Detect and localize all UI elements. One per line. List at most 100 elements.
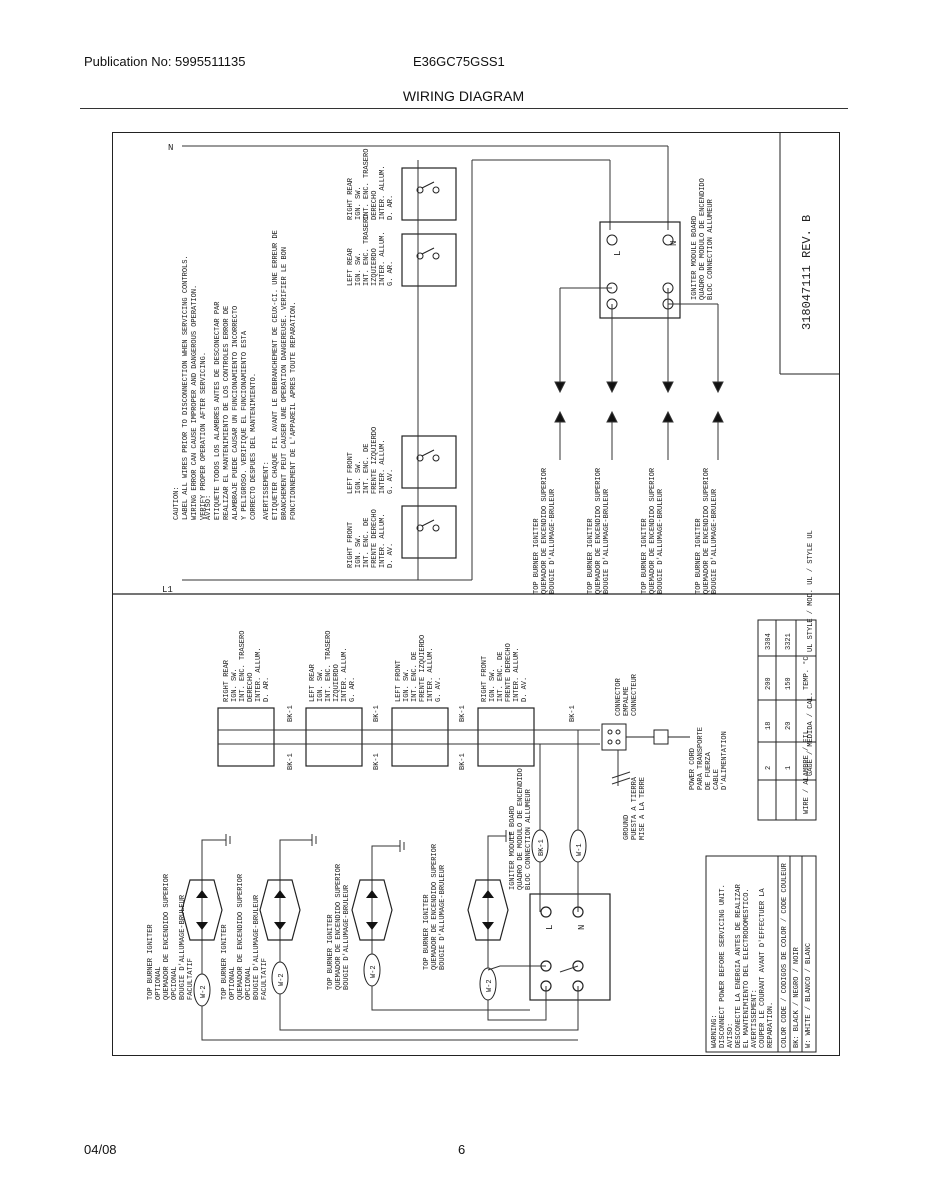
svg-text:20: 20	[785, 722, 793, 730]
svg-text:AVERTISSEMENT:: AVERTISSEMENT:	[751, 989, 759, 1048]
svg-text:RIGHT FRONT: RIGHT FRONT	[347, 522, 355, 568]
svg-text:INT. ENC. DE: INT. ENC. DE	[497, 652, 505, 702]
part-number: 318047111 REV. B	[800, 215, 814, 330]
caution-es-5: CORRECTO DESPUES DEL MANTENIMIENTO.	[250, 373, 258, 520]
page-title: WIRING DIAGRAM	[402, 88, 525, 104]
svg-text:D. AR.: D. AR.	[263, 677, 271, 702]
caution-en-0: CAUTION:	[173, 486, 181, 520]
svg-text:D. AV.: D. AV.	[521, 677, 529, 702]
switch-label-pict-4: RIGHT FRONT IGN. SW. INT. ENC. DE FRENTE…	[481, 643, 529, 702]
svg-text:BLOC CONNECTION ALLUMEUR: BLOC CONNECTION ALLUMEUR	[525, 788, 533, 890]
svg-text:IGN. SW.: IGN. SW.	[355, 534, 363, 568]
svg-text:DE FUERZA: DE FUERZA	[705, 751, 713, 790]
caution-fr-2: BRANCHEMENT PEUT CAUSER UNE OPERATION DA…	[281, 247, 289, 520]
svg-text:CABLE: CABLE	[713, 769, 721, 790]
svg-text:QUEMADOR DE ENCENDIDO SUPERIOR: QUEMADOR DE ENCENDIDO SUPERIOR	[595, 467, 603, 594]
caution-es-4: Y PELIGROSO. VERIFIQUE EL FUNCIONAMIENTO…	[241, 330, 249, 520]
wire-table-text: 3304 3321 200 150 18 20 2 1 TEMP. °C WIR…	[765, 633, 811, 814]
igniter-module-label-pict: IGNITER MODULE BOARD QUADRO DE MODULO DE…	[509, 768, 533, 890]
svg-text:INTER. ALLUM.: INTER. ALLUM.	[379, 165, 387, 220]
module-terminal-n-pict: N	[577, 925, 587, 930]
svg-text:3304: 3304	[765, 633, 773, 650]
svg-text:TOP BURNER IGNITER: TOP BURNER IGNITER	[221, 924, 229, 1000]
svg-text:G. AV.: G. AV.	[435, 677, 443, 702]
svg-text:INTER. ALLUM.: INTER. ALLUM.	[379, 439, 387, 494]
svg-text:QUEMADOR DE ENCENDIDO SUPERIOR: QUEMADOR DE ENCENDIDO SUPERIOR	[541, 467, 549, 594]
svg-text:CONNECTEUR: CONNECTEUR	[631, 673, 639, 716]
svg-text:COUPER LE COURANT AVANT D'EFFE: COUPER LE COURANT AVANT D'EFFECTUER LA	[759, 888, 767, 1048]
svg-text:D. AR.: D. AR.	[387, 195, 395, 220]
svg-text:QUADRO DE MODULO DE ENCENDIDO: QUADRO DE MODULO DE ENCENDIDO	[699, 178, 707, 300]
svg-text:IZQUIERDO: IZQUIERDO	[371, 248, 379, 286]
caution-en-1: LABEL ALL WIRES PRIOR TO DISCONNECTION W…	[182, 255, 190, 520]
svg-text:PUESTA A TIERRA: PUESTA A TIERRA	[631, 776, 639, 840]
caution-en-2: WIRING ERROR CAN CAUSE IMPROPER AND DANG…	[191, 285, 199, 520]
svg-text:200: 200	[765, 677, 773, 690]
svg-text:BK-1: BK-1	[538, 839, 546, 856]
svg-text:DERECHO: DERECHO	[247, 673, 255, 702]
svg-text:D. AV.: D. AV.	[387, 543, 395, 568]
svg-text:RIGHT REAR: RIGHT REAR	[347, 177, 355, 220]
svg-text:INTER. ALLUM.: INTER. ALLUM.	[379, 513, 387, 568]
switch-label-right-front: RIGHT FRONT IGN. SW. INT. ENC. DE FRENTE…	[347, 509, 395, 568]
svg-text:18: 18	[765, 722, 773, 730]
switch-label-pict-2: LEFT REAR IGN. SW. INT. ENC. TRASERO IZQ…	[309, 631, 357, 702]
svg-text:BK-1: BK-1	[373, 705, 381, 722]
svg-text:IGN. SW.: IGN. SW.	[231, 668, 239, 702]
svg-text:OPCIONAL: OPCIONAL	[245, 966, 253, 1000]
svg-text:IGN. SW.: IGN. SW.	[317, 668, 325, 702]
warning-text: WARNING: DISCONNECT POWER BEFORE SERVICI…	[711, 883, 775, 1048]
svg-text:2: 2	[765, 766, 773, 770]
igniter-electrodes-pictorial	[181, 879, 509, 941]
svg-text:INTER. ALLUM.: INTER. ALLUM.	[379, 231, 387, 286]
line-label: L1	[162, 585, 173, 595]
svg-text:IGN. SW.: IGN. SW.	[355, 252, 363, 286]
svg-text:QUEMADOR DE ENCENDIDO SUPERIOR: QUEMADOR DE ENCENDIDO SUPERIOR	[431, 843, 439, 970]
optional-igniter-label-2: TOP BURNER IGNITER OPTIONAL QUEMADOR DE …	[221, 873, 269, 1000]
svg-text:QUEMADOR DE ENCENDIDO SUPERIOR: QUEMADOR DE ENCENDIDO SUPERIOR	[237, 873, 245, 1000]
svg-text:BOUGIE D'ALLUMAGE-BRULEUR: BOUGIE D'ALLUMAGE-BRULEUR	[549, 488, 557, 594]
svg-text:BOUGIE D'ALLUMAGE-BRULEUR: BOUGIE D'ALLUMAGE-BRULEUR	[179, 894, 187, 1000]
svg-text:IGN. SW.: IGN. SW.	[489, 668, 497, 702]
svg-text:150: 150	[785, 677, 793, 690]
igniter-outputs-schematic	[554, 287, 724, 460]
switch-right-rear-schematic	[401, 167, 457, 221]
caution-fr-1: ETIQUETER CHAQUE FIL AVANT LE DEBRANCHEM…	[272, 230, 280, 520]
switch-label-left-rear: LEFT REAR IGN. SW. INT. ENC. TRASERO IZQ…	[347, 215, 395, 286]
svg-text:BOUGIE D'ALLUMAGE-BRULEUR: BOUGIE D'ALLUMAGE-BRULEUR	[439, 864, 447, 970]
caution-fr-3: FONCTIONNEMENT DE L'APPAREIL APRES TOUTE…	[290, 302, 298, 520]
svg-text:QUEMADOR DE ENCENDIDO SUPERIOR: QUEMADOR DE ENCENDIDO SUPERIOR	[703, 467, 711, 594]
svg-text:BK: BLACK / NEGRO / NOIR: BK: BLACK / NEGRO / NOIR	[793, 946, 801, 1048]
svg-text:BOUGIE D'ALLUMAGE-BRULEUR: BOUGIE D'ALLUMAGE-BRULEUR	[603, 488, 611, 594]
warning-box	[705, 855, 817, 1053]
svg-text:FRENTE DERECHO: FRENTE DERECHO	[371, 509, 379, 568]
svg-text:IGN. SW.: IGN. SW.	[355, 186, 363, 220]
svg-text:UL STYLE / MOD. UL / STYLE UL: UL STYLE / MOD. UL / STYLE UL	[807, 530, 815, 652]
svg-text:TOP BURNER IGNITER: TOP BURNER IGNITER	[641, 518, 649, 594]
svg-text:DESCONECTE LA ENERGIA ANTES DE: DESCONECTE LA ENERGIA ANTES DE REALIZAR	[735, 883, 743, 1048]
svg-text:GROUND: GROUND	[623, 815, 631, 840]
part-number-text: 318047111 REV. B	[800, 215, 814, 330]
svg-text:FRENTE DERECHO: FRENTE DERECHO	[505, 643, 513, 702]
igniter-module-label-schematic: IGNITER MODULE BOARD QUADRO DE MODULO DE…	[691, 178, 715, 300]
color-code: COLOR CODE / CODIGOS DE COLOR / CODE COU…	[781, 862, 813, 1048]
switch-left-rear-schematic	[401, 233, 457, 287]
svg-text:INTER. ALLUM.: INTER. ALLUM.	[427, 647, 435, 702]
ground-symbol	[611, 750, 631, 786]
svg-text:BLOC CONNECTION ALLUMEUR: BLOC CONNECTION ALLUMEUR	[707, 198, 715, 300]
bk-labels: BK-1 BK-1 BK-1 BK-1 BK-1 BK-1 BK-1	[287, 705, 577, 770]
svg-text:OPTIONAL: OPTIONAL	[155, 966, 163, 1000]
svg-text:INT. ENC. TRASERO: INT. ENC. TRASERO	[363, 149, 371, 220]
svg-text:OPCIONAL: OPCIONAL	[171, 966, 179, 1000]
svg-text:INT. ENC. DE: INT. ENC. DE	[363, 518, 371, 568]
caution-es-3: ALAMBRAJE PUEDE CAUSAR UN FUNCIONAMIENTO…	[232, 306, 240, 520]
model-number: E36GC75GSS1	[413, 54, 505, 69]
svg-text:QUEMADOR DE ENCENDIDO SUPERIOR: QUEMADOR DE ENCENDIDO SUPERIOR	[649, 467, 657, 594]
switch-blocks-pictorial	[217, 707, 535, 767]
switch-bus-pictorial	[218, 729, 600, 745]
svg-text:TOP BURNER IGNITER: TOP BURNER IGNITER	[147, 924, 155, 1000]
svg-text:INTER. ALLUM.: INTER. ALLUM.	[341, 647, 349, 702]
svg-text:WARNING:: WARNING:	[711, 1014, 719, 1048]
svg-text:W-2: W-2	[486, 979, 494, 992]
